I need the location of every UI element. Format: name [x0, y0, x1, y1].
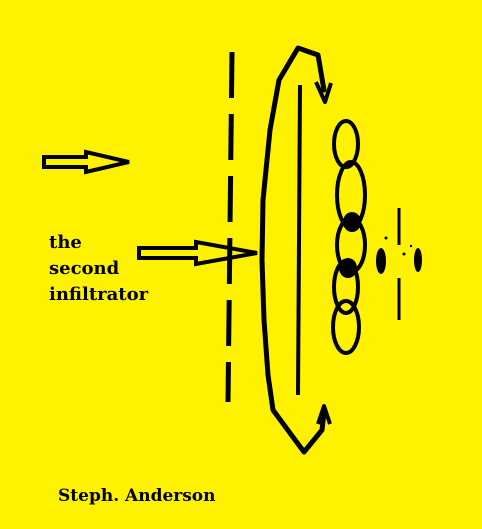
inner-vertical-line: [296, 84, 302, 396]
top-arrowhead: [314, 81, 333, 104]
upper-hollow-arrow: [42, 149, 130, 175]
right-speck-2: [402, 252, 406, 256]
chain-filled-dot-2: [339, 258, 357, 278]
chain-oval-1: [332, 119, 360, 169]
right-speck-1: [384, 236, 388, 240]
caption-line-the: the: [49, 232, 82, 253]
lower-hollow-arrow: [137, 239, 258, 267]
bottom-arrowhead: [316, 404, 332, 425]
author-signature: Steph. Anderson: [58, 486, 216, 506]
right-speck-3: [409, 244, 413, 248]
caption-text: the second infiltrator: [49, 230, 148, 308]
right-oval-mark-2: [414, 248, 422, 272]
curved-membrane-line: [259, 45, 327, 455]
dashed-barrier-line: [225, 51, 235, 403]
chain-oval-5: [331, 299, 361, 355]
caption-line-infiltrator: infiltrator: [49, 284, 149, 305]
caption-line-second: second: [49, 258, 120, 279]
right-oval-mark-1: [376, 248, 386, 274]
chain-filled-dot-1: [343, 212, 361, 232]
